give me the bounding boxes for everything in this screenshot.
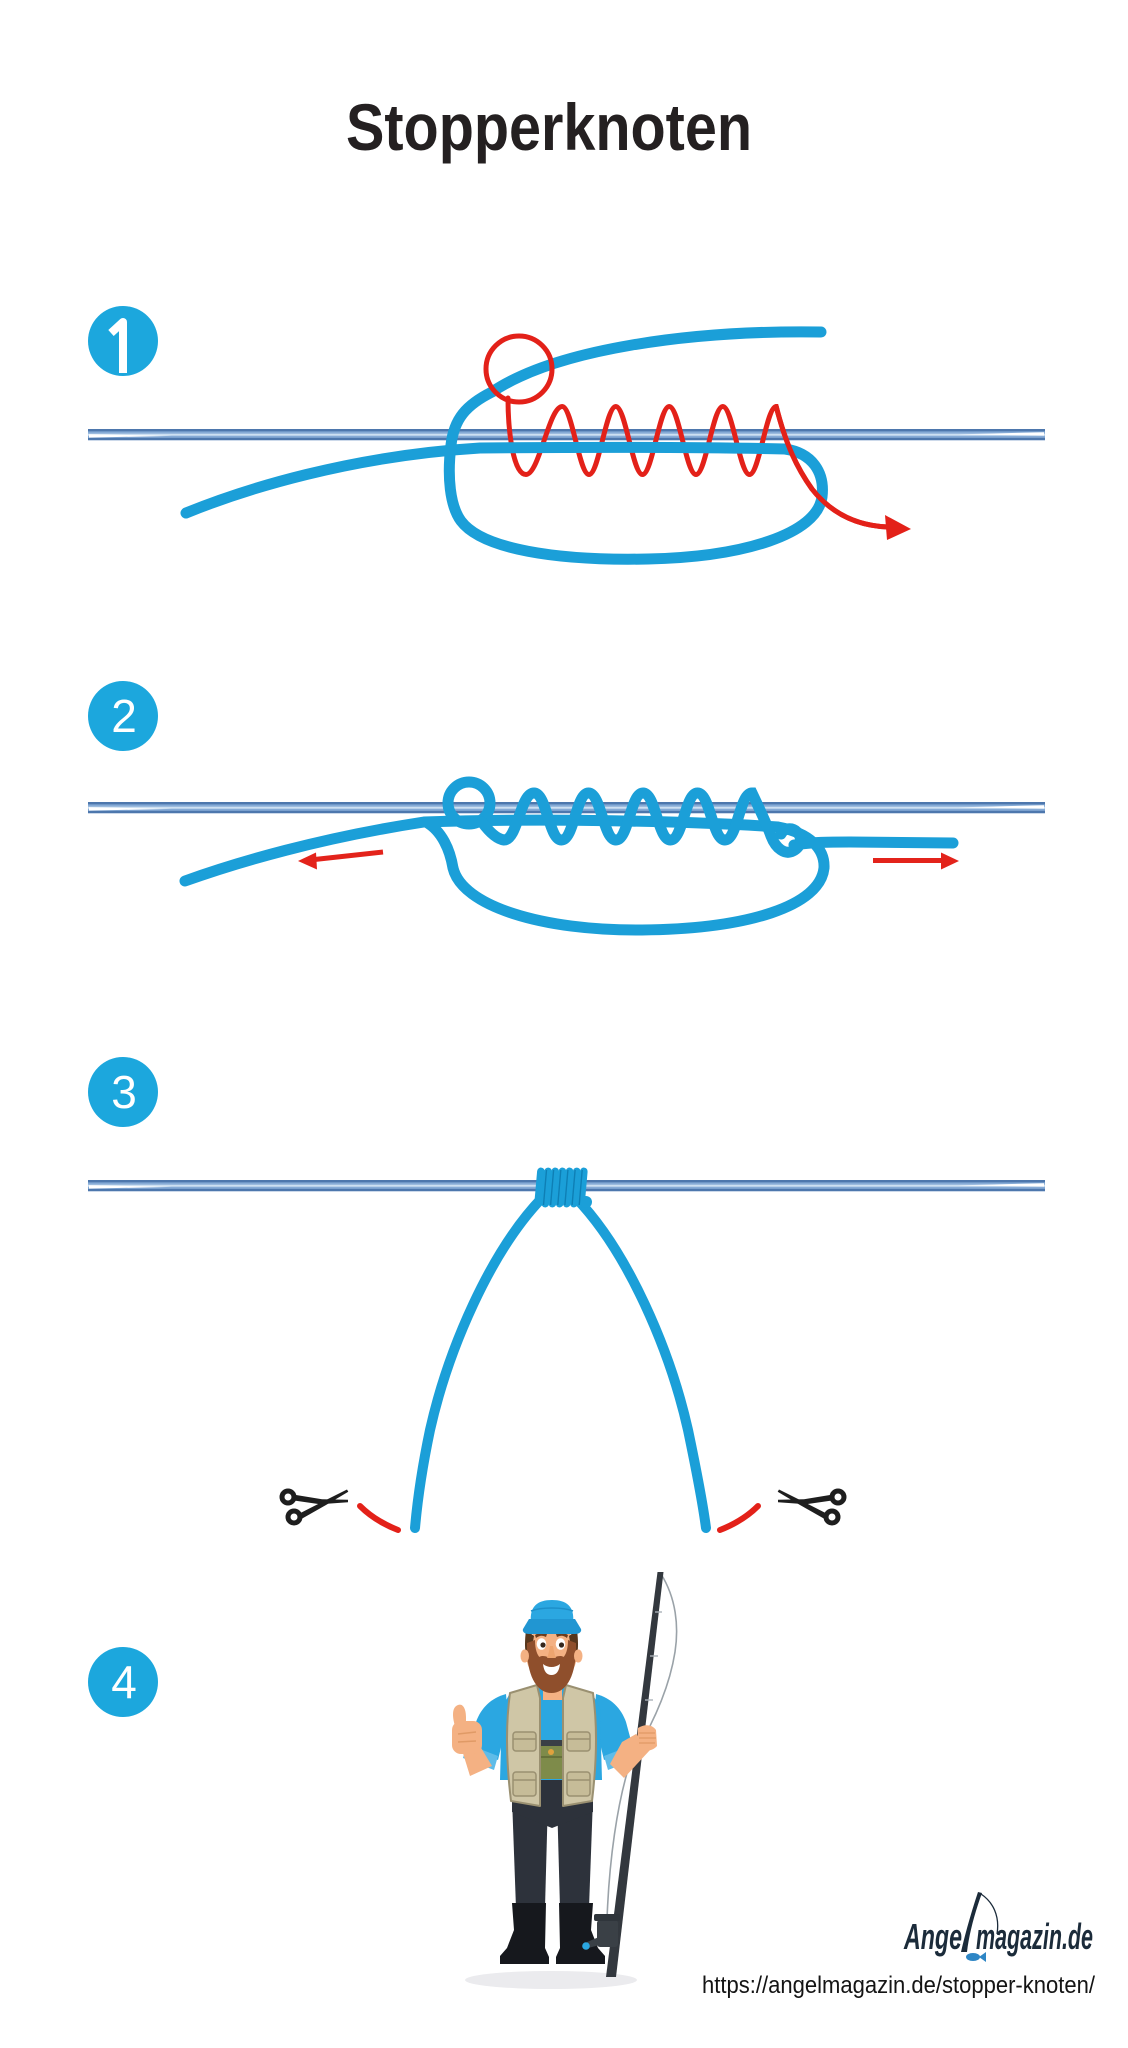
svg-text:3: 3	[111, 1066, 137, 1118]
svg-text:https://angelmagazin.de/stoppe: https://angelmagazin.de/stopper-knoten/	[702, 1972, 1095, 1999]
svg-text:4: 4	[111, 1656, 137, 1708]
svg-text:Ange: Ange	[903, 1916, 962, 1957]
svg-text:Stopperknoten: Stopperknoten	[346, 90, 752, 164]
svg-text:magazin.de: magazin.de	[976, 1916, 1093, 1957]
svg-text:2: 2	[111, 690, 137, 742]
